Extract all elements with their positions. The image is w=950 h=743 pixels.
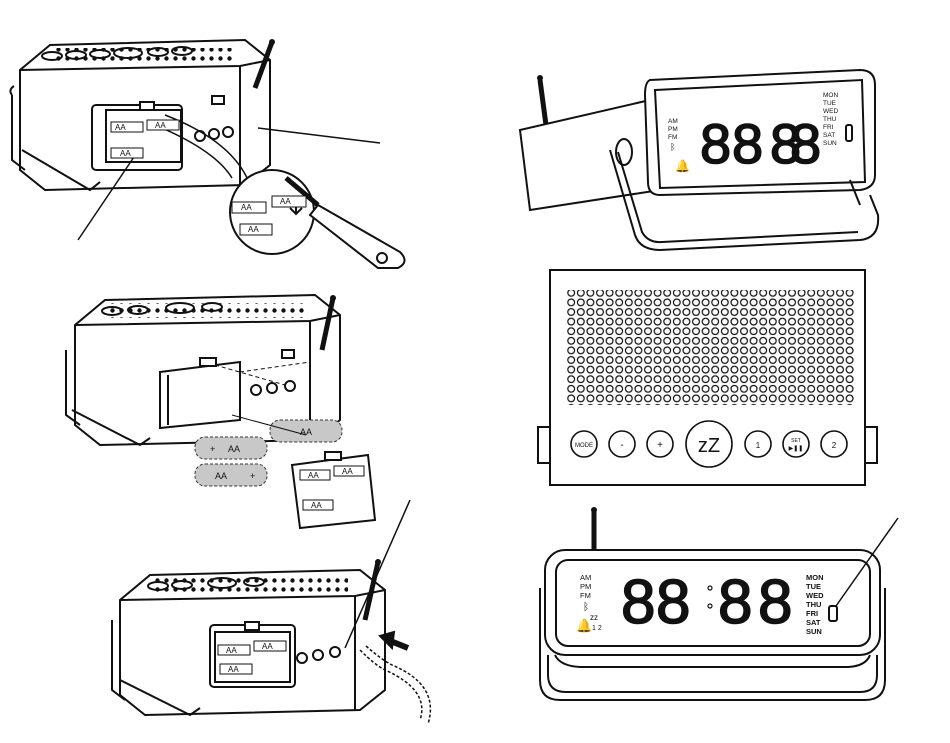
angled-fm: FM (668, 134, 677, 141)
label-aa-3: AA (120, 149, 131, 158)
alarm2-label: 2 (832, 441, 837, 450)
mode-label: MODE (575, 443, 593, 449)
step3-connect-power-illustration (112, 500, 430, 724)
angled-alarm-bell-icon: 🔔 (675, 159, 690, 173)
front-day-wed: WED (806, 591, 824, 600)
angled-digit-4: 8 (790, 112, 821, 175)
front-digit-2: 8 (656, 568, 690, 637)
angled-day-mon: MON (823, 92, 838, 99)
front-snooze-glyph: zz (590, 613, 598, 622)
front-fm: FM (580, 591, 591, 600)
snooze-button[interactable]: zZ (686, 421, 732, 467)
step2-insert-batteries-illustration (66, 295, 375, 528)
angled-day-wed: WED (823, 108, 838, 115)
battery-b-plus: + (250, 471, 255, 481)
angled-day-fri: FRI (823, 124, 834, 131)
front-day-sun: SUN (806, 627, 822, 636)
snooze-label: zZ (698, 435, 720, 457)
label-aa-step3-1: AA (226, 646, 237, 655)
volume-down-button[interactable]: - (609, 431, 635, 457)
cover-label-1: AA (308, 471, 319, 480)
front-day-fri: FRI (806, 609, 818, 618)
front-alarm-indices: 1 2 (592, 625, 602, 632)
front-digit-3: 8 (718, 568, 752, 637)
angled-day-thu: THU (823, 116, 837, 123)
alarm2-button[interactable]: 2 (821, 431, 847, 457)
label-aa-zoom-2: AA (280, 197, 291, 206)
play-pause-label: ▶❚❚ (789, 445, 804, 452)
step1-remove-cover-illustration (10, 39, 404, 268)
front-day-tue: TUE (806, 582, 821, 591)
front-digit-1: 8 (621, 568, 655, 637)
battery-b-label: AA (215, 471, 227, 481)
angled-digit-1: 8 (700, 112, 731, 175)
label-aa-step3-3: AA (228, 665, 239, 674)
battery-c-label: AA (300, 427, 312, 437)
angled-day-sat: SAT (823, 132, 835, 139)
set-play-button[interactable]: SET ▶❚❚ (783, 431, 809, 457)
cover-label-3: AA (311, 501, 322, 510)
label-aa-2: AA (155, 121, 166, 130)
volume-up-label: + (657, 440, 663, 451)
front-day-thu: THU (806, 600, 821, 609)
angled-am: AM (668, 118, 678, 125)
front-pm: PM (580, 582, 591, 591)
angled-digit-2: 8 (732, 112, 763, 175)
alarm1-button[interactable]: 1 (745, 431, 771, 457)
mode-button[interactable]: MODE (571, 431, 597, 457)
cover-label-2: AA (342, 467, 353, 476)
front-day-mon: MON (806, 573, 824, 582)
label-aa-zoom-1: AA (241, 203, 252, 212)
angled-day-tue: TUE (823, 100, 837, 107)
angled-day-sun: SUN (823, 140, 837, 147)
alarm1-label: 1 (756, 441, 761, 450)
battery-a-label: AA (228, 444, 240, 454)
set-label: SET (791, 438, 801, 444)
front-digit-4: 8 (758, 568, 792, 637)
label-aa-zoom-3: AA (248, 225, 259, 234)
label-aa-step3-2: AA (262, 642, 273, 651)
front-am: AM (580, 573, 591, 582)
angled-pm: PM (668, 126, 678, 133)
volume-up-button[interactable]: + (647, 431, 673, 457)
battery-a-plus: + (210, 444, 215, 454)
label-aa-1: AA (115, 123, 126, 132)
front-day-sat: SAT (806, 618, 821, 627)
front-bluetooth-icon: ᛒ (583, 602, 589, 613)
volume-down-label: - (620, 440, 623, 451)
angled-bluetooth-icon: ᛒ (670, 142, 675, 152)
